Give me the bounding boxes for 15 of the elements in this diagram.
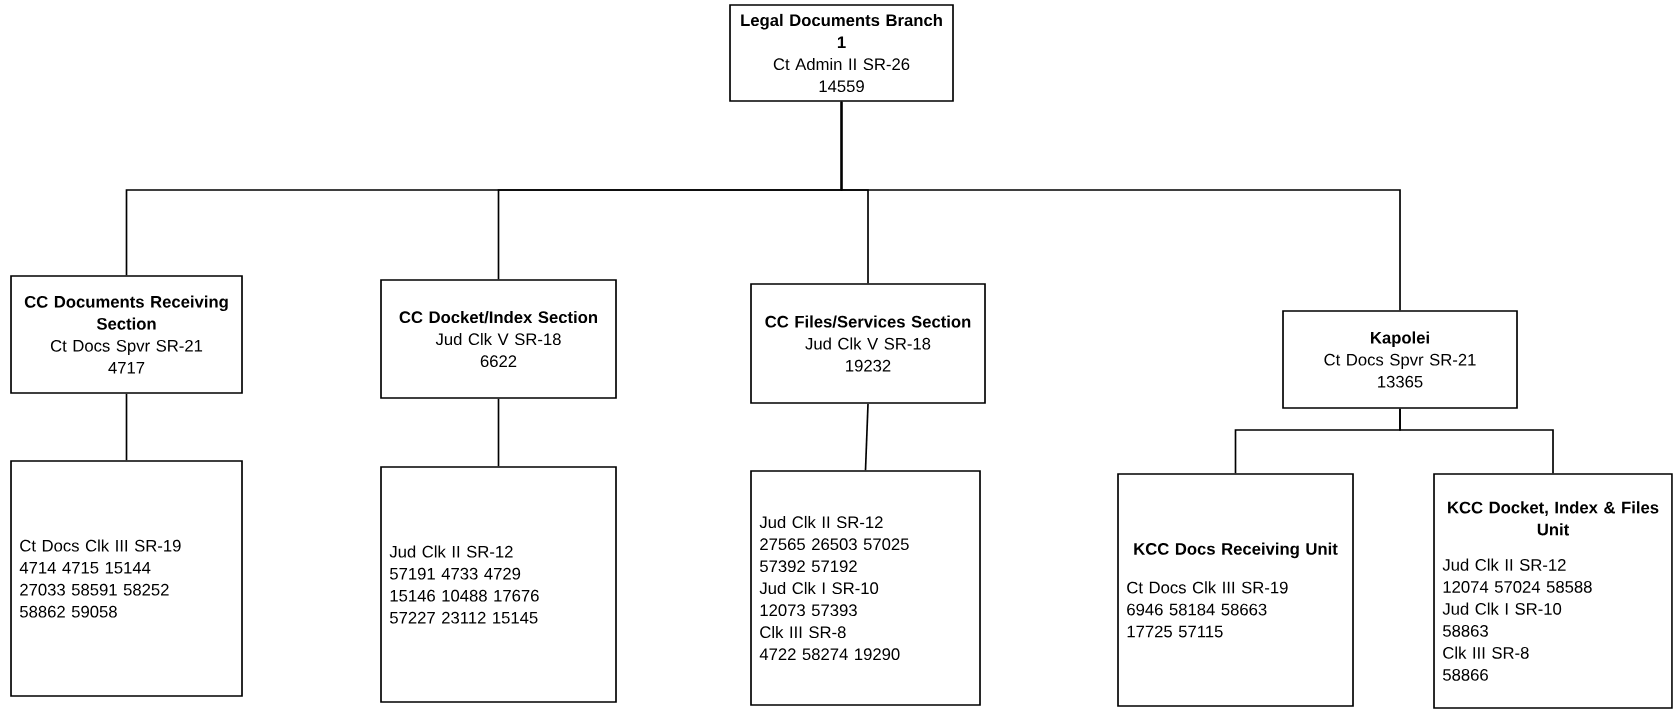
unit-box: Kapolei Ct Docs Spvr SR-21 13365 xyxy=(1282,310,1518,409)
connector-line xyxy=(840,101,1401,311)
connector-line xyxy=(864,403,869,471)
unit-box: Legal Documents Branch 1 Ct Admin II SR-26 14559 xyxy=(729,4,954,102)
unit-box: KCC Docs Receiving Unit Ct Docs Clk III SR-19 6946 58184 58663 17725 57115 xyxy=(1117,473,1354,707)
connector-line xyxy=(125,393,128,461)
connector-line xyxy=(497,398,500,467)
connector-line xyxy=(1399,408,1554,474)
unit-box: KCC Docket, Index & Files Unit Jud Clk II SR-12 12074 57024 58588 Jud Clk I SR-10 58863 Clk III SR-8 58866 xyxy=(1433,473,1673,709)
unit-box: Jud Clk II SR-12 57191 4733 4729 15146 10488 17676 57227 23112 15145 xyxy=(380,466,617,703)
unit-box: Jud Clk II SR-12 27565 26503 57025 57392 57192 Jud Clk I SR-10 12073 57393 Clk III SR-8 4722 58274 19290 xyxy=(750,470,981,706)
unit-box: CC Docket/Index Section Jud Clk V SR-18 6622 xyxy=(380,279,617,399)
unit-box: CC Documents Receiving Section Ct Docs Spvr SR-21 4717 xyxy=(10,275,243,394)
unit-box: Ct Docs Clk III SR-19 4714 4715 15144 27033 58591 58252 58862 59058 xyxy=(10,460,243,697)
unit-box: CC Files/Services Section Jud Clk V SR-18 19232 xyxy=(750,283,986,404)
